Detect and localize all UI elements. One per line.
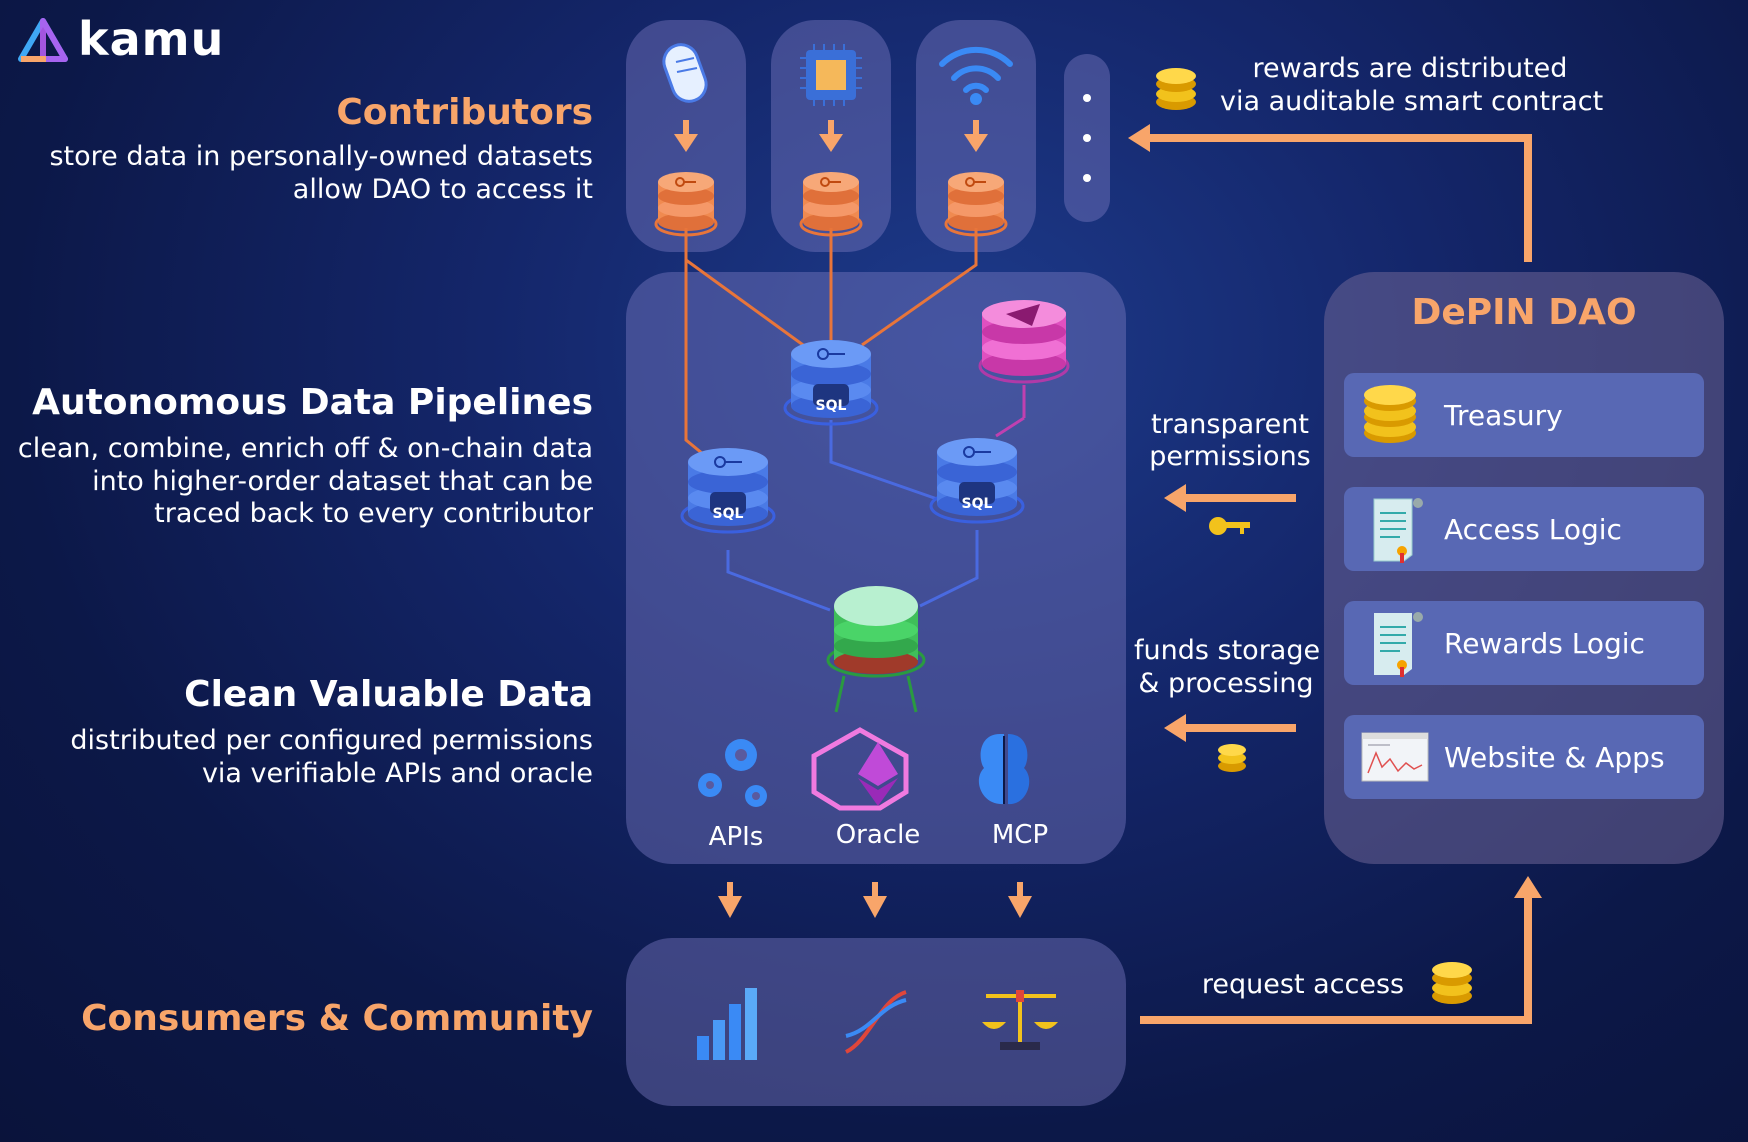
rewards-text-1: rewards are distributed <box>1252 53 1568 84</box>
funds-text-2: & processing <box>1138 668 1314 699</box>
coins-icon <box>1432 962 1472 1004</box>
scales-icon <box>982 990 1058 1050</box>
clean-data-title: Clean Valuable Data <box>184 674 593 715</box>
sql-label: SQL <box>713 506 744 522</box>
sql-label: SQL <box>816 398 847 414</box>
mcp-label: MCP <box>991 820 1049 850</box>
contributors-title: Contributors <box>336 92 593 133</box>
dao-item-label: Rewards Logic <box>1444 626 1645 660</box>
onchain-dataset-icon <box>978 300 1070 384</box>
contributors-desc-2: allow DAO to access it <box>292 174 593 205</box>
gears-icon <box>698 739 767 807</box>
kamu-logo-icon <box>18 18 68 62</box>
brand-name[interactable]: kamu <box>78 12 225 66</box>
clean-data-desc-1: distributed per configured permissions <box>70 725 593 756</box>
dao-item-label: Website & Apps <box>1444 740 1665 774</box>
dao-item-label: Treasury <box>1444 398 1563 432</box>
clean-data-desc-2: via verifiable APIs and oracle <box>201 758 593 789</box>
funds-text-1: funds storage <box>1134 635 1321 666</box>
permissions-text-2: permissions <box>1149 441 1311 472</box>
pipelines-desc-3: traced back to every contributor <box>154 498 593 529</box>
oracle-label: Oracle <box>835 820 921 850</box>
dataset-icon <box>654 170 718 237</box>
dataset-icon <box>799 170 863 237</box>
pipelines-title: Autonomous Data Pipelines <box>32 382 593 423</box>
dao-title: DePIN DAO <box>1411 292 1637 333</box>
dataset-icon <box>944 170 1008 237</box>
rewards-text-2: via auditable smart contract <box>1220 86 1604 117</box>
permissions-text-1: transparent <box>1151 409 1309 440</box>
document-icon <box>1374 612 1423 677</box>
dao-item-label: Access Logic <box>1444 512 1622 546</box>
request-access-text: request access <box>1201 969 1405 1000</box>
document-icon <box>1373 498 1423 563</box>
consumers-title: Consumers & Community <box>81 998 593 1039</box>
pipelines-desc-2: into higher-order dataset that can be <box>92 466 593 497</box>
chip-icon <box>800 44 862 106</box>
website-icon <box>1361 732 1429 782</box>
dao-item-website-apps[interactable]: Website & Apps <box>1344 715 1704 799</box>
pipelines-desc-1: clean, combine, enrich off & on-chain da… <box>17 433 593 464</box>
sql-label: SQL <box>962 496 993 512</box>
clean-dataset-icon <box>826 586 926 713</box>
wifi-icon <box>939 46 1013 105</box>
coins-icon <box>1156 68 1196 110</box>
dao-item-access-logic[interactable]: Access Logic <box>1344 487 1704 571</box>
apis-label: APIs <box>708 822 764 852</box>
coins-icon <box>1218 744 1246 772</box>
ethereum-oracle-icon <box>811 727 909 811</box>
more-contributors-indicator <box>1064 54 1110 222</box>
dao-item-treasury[interactable]: Treasury <box>1344 373 1704 457</box>
bar-chart-icon <box>697 988 757 1060</box>
brain-icon <box>978 734 1030 805</box>
key-icon <box>1209 517 1250 535</box>
contributors-desc-1: store data in personally-owned datasets <box>49 141 593 172</box>
dna-icon <box>844 990 907 1054</box>
wearable-icon <box>662 43 708 103</box>
dao-item-rewards-logic[interactable]: Rewards Logic <box>1344 601 1704 685</box>
coins-icon <box>1364 385 1416 443</box>
